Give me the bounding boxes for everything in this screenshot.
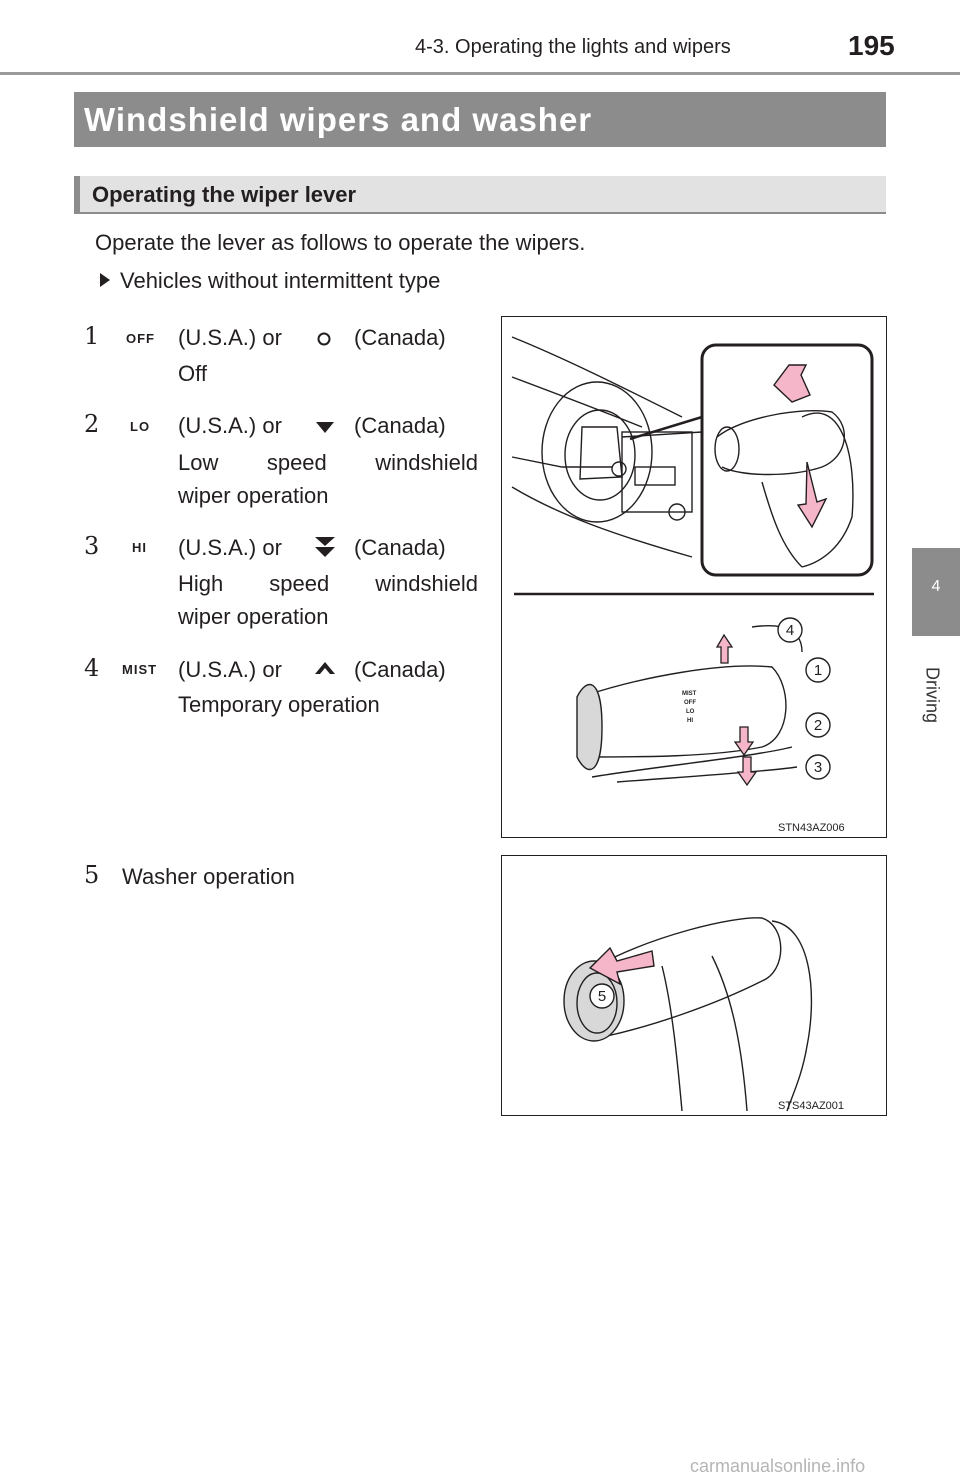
item-desc-1: Off (178, 361, 207, 386)
region-prefix-1: (U.S.A.) or (178, 325, 282, 350)
header-rule (0, 72, 960, 75)
subsection-title-bar: Operating the wiper lever (74, 176, 886, 214)
single-down-triangle-icon (316, 422, 334, 433)
us-label-off: OFF (126, 331, 155, 346)
item-desc-3b: wiper operation (178, 604, 329, 629)
section-title-bar: Windshield wipers and washer (74, 92, 886, 147)
figure-washer: 5 STS43AZ001 (501, 855, 887, 1116)
double-down-triangle-icon (315, 537, 335, 557)
figure-code-1: STN43AZ006 (778, 822, 845, 834)
circle-icon (317, 332, 331, 346)
page-number: 195 (848, 30, 895, 61)
figure-code-2: STS43AZ001 (778, 1100, 845, 1112)
region-prefix-4: (U.S.A.) or (178, 657, 282, 682)
item-desc-3a: High speed windshield (178, 571, 478, 596)
figure-wiper-lever: MIST OFF LO HI 4 1 2 3 STN43AZ006 (501, 316, 887, 838)
section-header: 4-3. Operating the lights and wipers (415, 36, 731, 58)
svg-text:LO: LO (686, 709, 695, 715)
subsection-title: Operating the wiper lever (92, 182, 357, 207)
us-label-lo: LO (130, 419, 151, 434)
bullet-item: Vehicles without intermittent type (100, 268, 440, 294)
region-prefix-2: (U.S.A.) or (178, 413, 282, 438)
bullet-triangle-icon (100, 273, 110, 287)
callout-5: 5 (598, 988, 606, 1005)
chapter-tab: 4 (912, 548, 960, 636)
item-number-4: 4 (84, 654, 100, 682)
callout-3: 3 (814, 759, 822, 776)
callout-4: 4 (786, 622, 794, 639)
callout-2: 2 (814, 717, 822, 734)
svg-text:HI: HI (687, 718, 693, 724)
item-number-5: 5 (84, 861, 100, 889)
figure-wiper-lever-drawing: MIST OFF LO HI 4 1 2 3 (511, 336, 874, 787)
figure-washer-drawing: 5 (563, 917, 813, 1112)
svg-text:OFF: OFF (684, 700, 696, 706)
item-number-3: 3 (84, 532, 100, 560)
item-desc-4: Temporary operation (178, 692, 380, 717)
region-suffix-3: (Canada) (354, 535, 446, 560)
callout-1: 1 (814, 662, 822, 679)
region-suffix-2: (Canada) (354, 413, 446, 438)
item-desc-2a: Low speed windshield (178, 450, 478, 475)
us-label-hi: HI (132, 540, 147, 555)
region-suffix-1: (Canada) (354, 325, 446, 350)
section-title: Windshield wipers and washer (84, 101, 593, 138)
region-suffix-4: (Canada) (354, 657, 446, 682)
chapter-name: Driving (920, 650, 944, 740)
item-number-1: 1 (84, 322, 100, 350)
region-prefix-3: (U.S.A.) or (178, 535, 282, 560)
chapter-number: 4 (931, 578, 941, 595)
bullet-text: Vehicles without intermittent type (120, 268, 441, 293)
intro-text: Operate the lever as follows to operate … (95, 230, 586, 255)
chapter-name-text: Driving (922, 666, 943, 724)
item-desc-2b: wiper operation (178, 483, 329, 508)
svg-text:MIST: MIST (682, 691, 697, 697)
us-label-mist: MIST (122, 662, 158, 677)
up-chevron-icon (315, 662, 335, 674)
item-number-2: 2 (84, 410, 100, 438)
item-desc-5: Washer operation (122, 864, 295, 889)
watermark: carmanualsonline.info (690, 1456, 866, 1476)
